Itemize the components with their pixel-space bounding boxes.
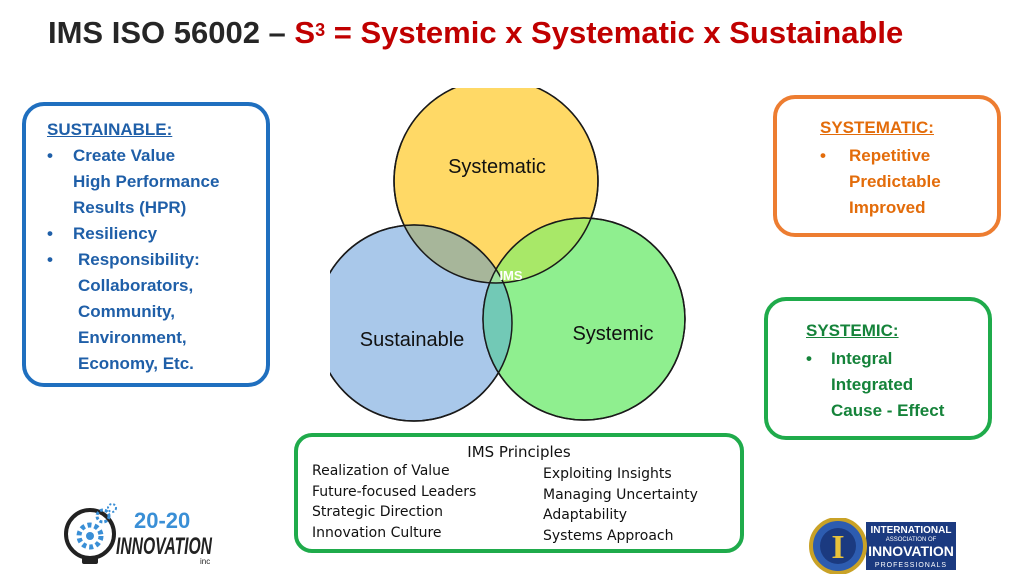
list-line: Community, [78,302,175,321]
list-line: Repetitive [849,146,931,165]
principle-item: Innovation Culture [312,524,442,541]
principle-item: Strategic Direction [312,504,443,520]
systematic-list: • Repetitive Predictable Improved [820,143,941,221]
logo-right-line3: INNOVATION [868,543,954,559]
list-line: Results (HPR) [73,198,187,217]
page-title: IMS ISO 56002 – S3 = Systemic x Systemat… [48,14,1018,52]
list-line: Environment, [78,328,187,347]
logo-right-letter: I [831,529,844,566]
principles-right-column: Exploiting Insights Managing Uncertainty… [543,464,698,546]
list-line: Improved [849,198,926,217]
principle-item: Adaptability [543,507,628,523]
venn-label-ims: IMS [499,268,522,283]
venn-diagram: Systematic Sustainable Systemic IMS [330,88,686,422]
logo-right-line2: ASSOCIATION OF [886,537,937,543]
systematic-box: SYSTEMATIC: • Repetitive Predictable Imp… [773,95,1001,237]
list-line: Predictable [849,172,941,191]
principle-item: Future-focused Leaders [312,483,477,500]
list-line: Integral [831,349,893,368]
list-item: • Resiliency [47,221,219,247]
principles-heading: IMS Principles [467,443,571,461]
bullet-icon: • [820,146,826,165]
overlap-systematic-sustainable [394,225,512,283]
list-item: • Repetitive Predictable Improved [820,143,941,221]
logo-right-line4: PROFESSIONALS [875,562,947,569]
2020-innovation-logo: 20-20 INNOVATION inc [64,503,212,566]
systemic-box: SYSTEMIC: • Integral Integrated Cause - … [764,297,992,440]
principle-item: Systems Approach [543,527,674,544]
logo-right-line1: INTERNATIONAL [871,525,952,536]
principle-item: Realization of Value [312,463,450,479]
logo-left-small: inc [200,557,210,566]
bullet-icon: • [47,250,53,269]
list-item: • Create Value High Performance Results … [47,143,219,221]
sustainable-heading: SUSTAINABLE: [47,120,173,139]
venn-label-sustainable: Sustainable [360,329,465,351]
list-line: Cause - Effect [831,401,945,420]
systemic-heading: SYSTEMIC: [806,321,899,340]
bullet-icon: • [47,146,53,165]
systematic-heading: SYSTEMATIC: [820,118,934,137]
list-line: Resiliency [73,224,158,243]
list-line: Economy, Etc. [78,354,194,373]
principles-box: IMS Principles Realization of Value Futu… [294,433,744,553]
list-line: Collaborators, [78,276,194,295]
logo-left-main: INNOVATION [116,533,212,560]
overlap-systematic-systemic [483,218,598,283]
iaop-logo: I INTERNATIONAL ASSOCIATION OF INNOVATIO… [809,518,956,574]
list-line: Responsibility: [78,250,200,269]
title-s: S [294,15,316,50]
list-line: Integrated [831,375,914,394]
principle-item: Managing Uncertainty [543,486,698,503]
title-suffix: = Systemic x Systematic x Sustainable [325,15,904,50]
list-item: • Responsibility: Collaborators, Communi… [47,247,219,377]
principle-item: Exploiting Insights [543,466,672,482]
sustainable-list: • Create Value High Performance Results … [47,143,219,377]
title-superscript: 3 [315,20,326,40]
bullet-icon: • [806,349,812,368]
principles-left-column: Realization of Value Future-focused Lead… [312,461,476,543]
gear-icon [76,522,104,550]
logo-left-top: 20-20 [134,508,190,533]
list-item: • Integral Integrated Cause - Effect [806,346,944,424]
list-line: High Performance [73,172,220,191]
venn-label-systematic: Systematic [448,156,546,178]
systemic-list: • Integral Integrated Cause - Effect [806,346,944,424]
title-prefix: IMS ISO 56002 – [48,15,295,50]
list-line: Create Value [73,146,176,165]
sustainable-box: SUSTAINABLE: • Create Value High Perform… [22,102,270,387]
venn-label-systemic: Systemic [572,323,653,345]
bullet-icon: • [47,224,53,243]
